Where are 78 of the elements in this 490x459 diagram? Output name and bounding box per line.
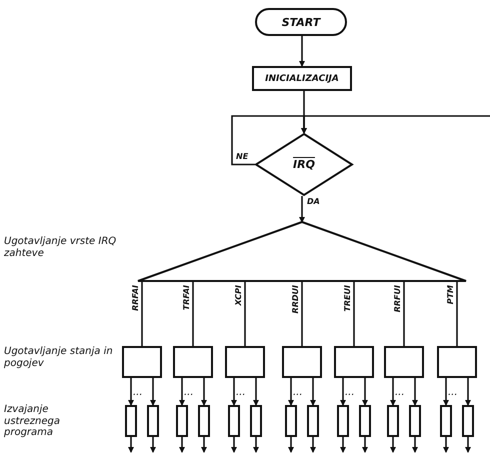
connector-arrow <box>253 378 259 406</box>
connector-arrow <box>412 437 418 453</box>
annotation-text: Ugotavljanje vrste IRQ zahteve <box>4 236 118 259</box>
annotation-text: Izvajanje ustreznega programa <box>4 404 61 438</box>
connector-arrow <box>128 437 134 453</box>
connector-arrow <box>150 378 156 406</box>
decision-diamond <box>255 133 353 196</box>
process-box <box>282 346 322 378</box>
connector-arrow <box>201 437 207 453</box>
process-box <box>173 346 213 378</box>
connector-arrow <box>443 378 449 406</box>
connector-arrow <box>310 378 316 406</box>
connector-arrow <box>179 378 185 406</box>
connector-arrow <box>310 437 316 453</box>
annotation-text: ... <box>184 387 194 398</box>
edge-label: RRDUI <box>291 285 301 314</box>
annotation-text: ... <box>293 387 303 398</box>
process-box <box>359 405 371 437</box>
edge-label: DA <box>306 198 321 206</box>
process-box <box>409 405 421 437</box>
edge-label: PTM <box>446 285 456 304</box>
connector-arrow <box>362 378 368 406</box>
connector-arrow <box>299 36 305 67</box>
connector-arrow <box>340 378 346 406</box>
edge-label: RRFAI <box>131 285 141 311</box>
annotation-text: ... <box>448 387 458 398</box>
process-box <box>285 405 297 437</box>
connector-arrow <box>231 378 237 406</box>
connector-arrow <box>231 437 237 453</box>
connector-arrow <box>443 437 449 453</box>
connector-arrow <box>362 437 368 453</box>
node-text: IRQ <box>293 158 315 171</box>
edge-label: NE <box>235 152 250 160</box>
process-box <box>147 405 159 437</box>
connector-arrow <box>340 437 346 453</box>
connector-arrow <box>465 378 471 406</box>
connector-arrow <box>390 378 396 406</box>
edge-label: TRFAI <box>182 285 192 310</box>
connector-arrow <box>253 437 259 453</box>
connector-arrow <box>288 437 294 453</box>
process-box <box>198 405 210 437</box>
process-box <box>437 346 477 378</box>
node-text: START <box>282 16 320 28</box>
connector-arrow <box>201 378 207 406</box>
annotation-text: ... <box>345 387 355 398</box>
process-box <box>176 405 188 437</box>
connector-arrow <box>390 437 396 453</box>
branch-fan <box>138 222 466 281</box>
process-box <box>250 405 262 437</box>
process-box <box>225 346 265 378</box>
annotation-text: ... <box>395 387 405 398</box>
connector-arrow <box>465 437 471 453</box>
connector-arrow <box>288 378 294 406</box>
annotation-text: ... <box>133 387 143 398</box>
connector-arrow <box>299 196 305 223</box>
connector-arrow <box>301 115 490 134</box>
annotation-text: Ugotavljanje stanja in pogojev <box>4 346 114 369</box>
start-terminal <box>255 8 347 36</box>
process-box <box>122 346 162 378</box>
annotation-text: ... <box>236 387 246 398</box>
connector-arrow <box>412 378 418 406</box>
process-box <box>252 66 352 91</box>
process-box <box>125 405 137 437</box>
connector-arrow <box>128 378 134 406</box>
process-box <box>337 405 349 437</box>
process-box <box>228 405 240 437</box>
edge-label: TREUI <box>343 285 353 312</box>
node-text: INICIALIZACIJA <box>265 74 339 84</box>
edge-label: XCPI <box>234 285 244 306</box>
process-box <box>440 405 452 437</box>
edge-label: RRFUI <box>393 285 403 312</box>
connector-arrow <box>150 437 156 453</box>
connector-arrow <box>179 437 185 453</box>
process-box <box>387 405 399 437</box>
process-box <box>334 346 374 378</box>
process-box <box>307 405 319 437</box>
process-box <box>384 346 424 378</box>
process-box <box>462 405 474 437</box>
